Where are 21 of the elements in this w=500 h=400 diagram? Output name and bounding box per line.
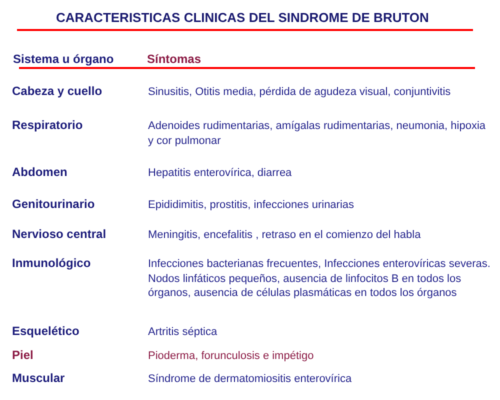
organ-system-cell-text: Respiratorio bbox=[12, 118, 84, 133]
symptoms-cell-text: Hepatitis enterovírica, diarrea bbox=[148, 166, 293, 180]
organ-system-cell-text: Cabeza y cuello bbox=[12, 84, 104, 99]
organ-system-cell-text: Nervioso central bbox=[12, 227, 108, 242]
symptoms-cell-text: Síndrome de dermatomiositis enterovírica bbox=[148, 372, 353, 386]
symptoms-cell-text: Artritis séptica bbox=[148, 325, 218, 340]
table-title: CARACTERISTICAS CLINICAS DEL SINDROME DE BRUTON bbox=[56, 10, 429, 25]
organ-system-cell-text: Inmunológico bbox=[12, 256, 92, 271]
symptoms-cell-text: Sinusitis, Otitis media, pérdida de agudeza visual, conjuntivitis bbox=[148, 85, 452, 100]
organ-system-cell-text: Genitourinario bbox=[12, 197, 96, 212]
symptoms-cell-text: Epididimitis, prostitis, infecciones urinarias bbox=[148, 198, 356, 212]
symptoms-cell-text: Infecciones bacterianas frecuentes, Infecciones enterovíricas severas. Nodos linfáticos pequeños, ausencia de linfocitos B en todos los órganos, ausencia de células plasmáticas en todos los órganos bbox=[148, 257, 492, 300]
symptoms-cell-text: Pioderma, forunculosis e impétigo bbox=[148, 349, 315, 364]
organ-system-cell-text: Abdomen bbox=[12, 165, 68, 180]
organ-system-cell-text: Piel bbox=[12, 348, 34, 363]
symptoms-cell-text: Adenoides rudimentarias, amígalas rudimentarias, neumonia, hipoxia y cor pulmonar bbox=[148, 119, 487, 148]
organ-system-cell-text: Muscular bbox=[12, 371, 66, 386]
organ-system-cell-text: Esquelético bbox=[12, 324, 80, 339]
column-header: Sistema u órgano bbox=[13, 52, 114, 66]
column-header: Síntomas bbox=[147, 52, 202, 66]
symptoms-cell-text: Meningitis, encefalitis , retraso en el comienzo del habla bbox=[148, 228, 422, 242]
